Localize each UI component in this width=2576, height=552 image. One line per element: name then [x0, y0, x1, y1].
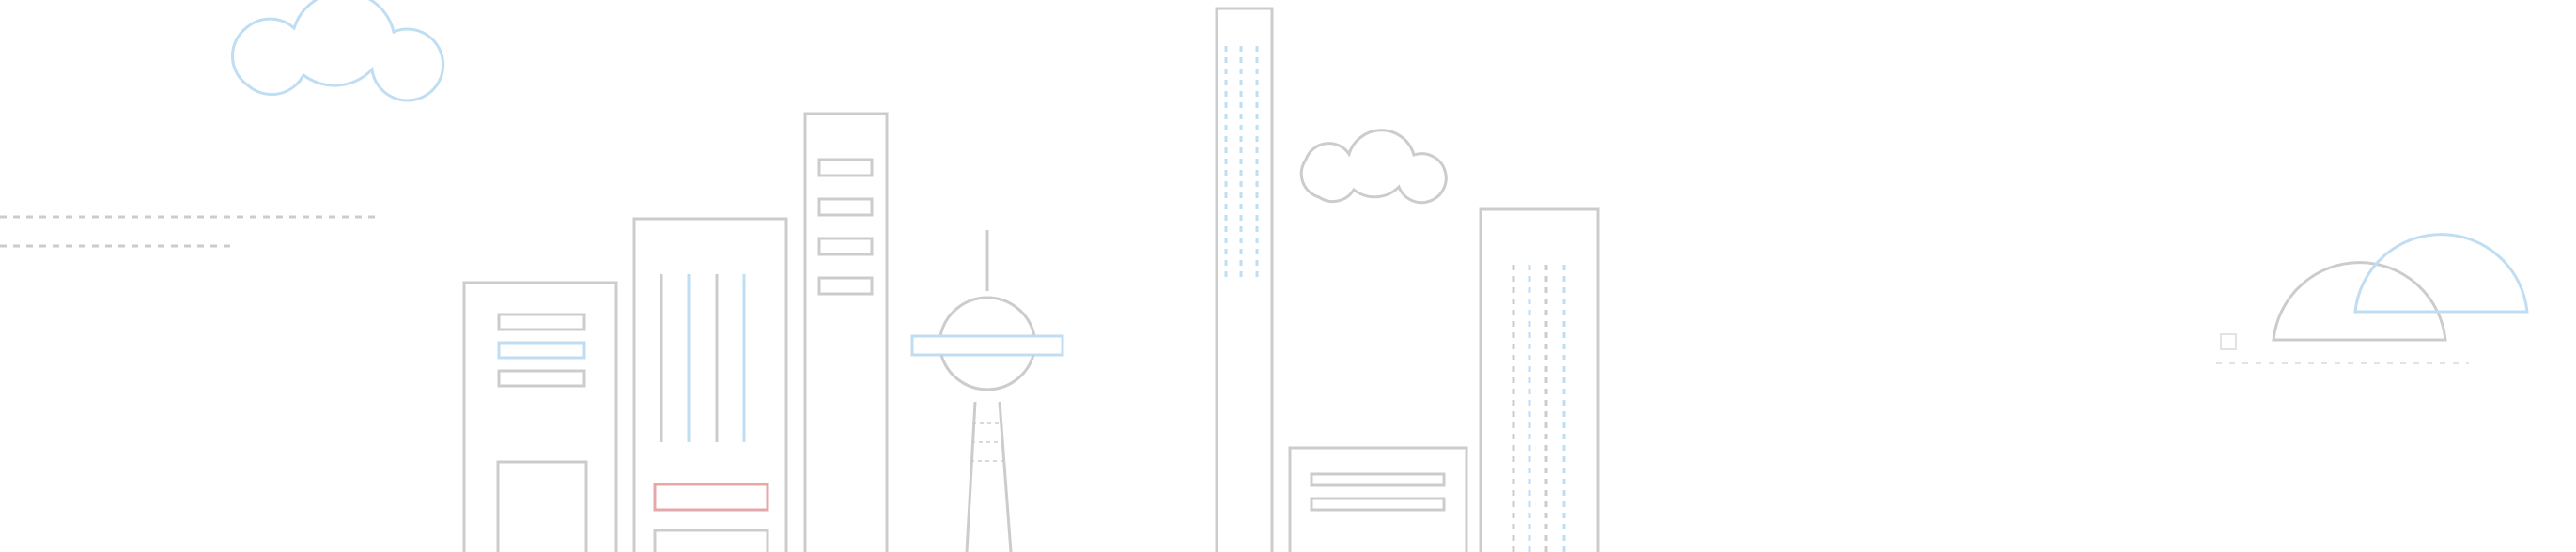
tower-dashes: [970, 422, 1004, 462]
building-2: [632, 217, 788, 552]
building-right-outline: [1479, 207, 1600, 552]
right-decorations: [2216, 233, 2529, 364]
building-2-sign: [653, 483, 769, 512]
building-2-outline: [632, 217, 788, 552]
cloud-icon: [231, 0, 445, 102]
building-1-outline: [462, 281, 618, 552]
building-3-window-2: [817, 197, 874, 217]
building-low-window-1: [1310, 472, 1446, 487]
building-low-outline: [1288, 446, 1468, 552]
building-3-window-3: [817, 237, 874, 256]
tower-leg-right: [998, 401, 1013, 552]
building-1-window-3: [497, 369, 586, 388]
tower-leg-left: [965, 401, 977, 552]
tower-bottom-sphere: [939, 354, 1035, 391]
building-1-window-2: [497, 341, 586, 360]
tower-top-dome: [939, 296, 1036, 337]
building-3: [803, 112, 889, 552]
building-low-window-2: [1310, 497, 1446, 512]
building-3-window-1: [817, 158, 874, 177]
tower-deck: [910, 334, 1064, 357]
building-3-window-4: [817, 276, 874, 296]
small-square-icon: [2220, 333, 2237, 350]
building-1-door: [496, 460, 588, 552]
cloud-icon: [1299, 129, 1448, 205]
tower-icon: [910, 230, 1064, 552]
building-2-door: [653, 529, 769, 552]
building-1-window-1: [497, 313, 586, 331]
building-low: [1288, 446, 1468, 552]
building-3-outline: [803, 112, 889, 552]
half-sun-icon: [2272, 261, 2447, 342]
half-sun-icon: [2353, 233, 2529, 314]
building-right: [1479, 207, 1600, 552]
building-tall-dash-lines: [1224, 46, 1259, 278]
building-1: [462, 281, 618, 552]
building-tall: [1215, 7, 1274, 552]
left-dash-lines: [0, 215, 380, 248]
building-tall-outline: [1215, 7, 1274, 552]
